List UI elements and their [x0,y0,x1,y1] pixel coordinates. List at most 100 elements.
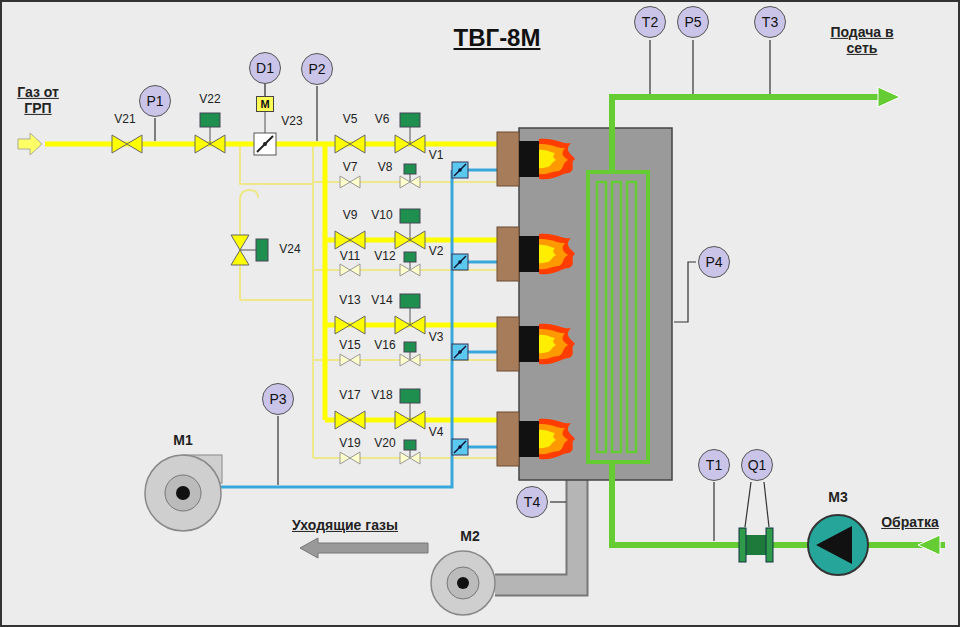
sensor-circle: T3 [754,6,786,38]
sensor-circle: D1 [249,52,281,84]
gas-valve [231,235,249,265]
leader-line [154,118,155,141]
sensor-circle: Q1 [741,449,773,481]
valve-label: V21 [114,113,135,127]
gas-valve [335,411,365,429]
leader-line [713,482,714,541]
leader-line [692,40,693,94]
fan-symbol [447,567,479,599]
air-damper [452,162,468,455]
air-damper [452,254,468,270]
valve-label: V6 [375,113,390,127]
gas-valve [395,231,425,249]
water-pipe [918,535,940,555]
valve-label: V11 [340,250,360,264]
fan-symbol [165,475,201,511]
node-text: P1 [146,93,163,109]
air-damper [452,162,468,178]
node-text: Q1 [748,457,767,473]
leader-line [550,501,566,502]
gas-valve [400,264,420,276]
gas-valve [395,135,425,153]
pump-symbol [808,515,868,575]
machine-label: M2 [460,528,479,544]
flue-duct [495,480,577,585]
regulating-valve [263,142,267,146]
gas-valve [340,264,360,276]
sensor-circle: T2 [634,6,666,38]
fan-symbol [431,551,495,615]
fan-symbol [176,486,190,500]
valve-label: V23 [281,115,302,129]
air-damper [452,439,468,455]
flow-meter [739,528,773,562]
water-pipe [588,87,945,555]
damper-label: V4 [429,426,444,440]
flue-duct [495,480,577,585]
air-damper [452,344,468,360]
flow-label: Газ от ГРП [9,84,67,116]
gas-valve [112,135,142,153]
air-pipe [221,170,497,487]
burner [497,227,575,281]
gas-pipe [18,133,42,155]
leader-line [745,482,751,527]
valve-label: V7 [343,161,358,175]
valve-label: V8 [378,161,393,175]
gas-pipe [240,144,497,458]
valve-label: V17 [339,389,360,403]
regulating-valve [254,133,276,155]
node-text: D1 [256,60,274,76]
fan-symbol [300,538,428,558]
machine-label: M3 [828,489,847,505]
node-text: P2 [308,61,325,77]
gas-valve [400,354,420,366]
regulating-valve [254,112,276,155]
valve-label: V24 [279,243,300,257]
burner [497,412,575,466]
gas-valve [335,231,365,249]
flue-duct [495,480,577,585]
pump-symbol [808,515,868,575]
damper-label: V3 [429,331,444,345]
valve-label: V20 [374,437,395,451]
water-pipe [612,462,945,545]
air-pipe [221,170,497,487]
flow-label: Подача в сеть [830,24,894,56]
flow-label: Обратка [881,514,939,530]
leader-line [316,86,317,141]
gas-valve [240,250,256,251]
node-text: T2 [642,14,658,30]
water-pipe [612,97,880,172]
gas-valve [340,176,360,188]
node-text: P4 [705,254,722,270]
leader-line [277,416,278,485]
sensor-circle: P2 [301,53,333,85]
valve-label: V14 [371,294,392,308]
fan-symbol [145,455,221,531]
sensor-circle: P3 [262,383,294,415]
gas-valve [256,239,268,261]
leader-line [649,40,650,94]
water-pipe [627,182,636,452]
leader-line [155,40,770,541]
sensor-circle: T4 [516,486,548,518]
valve-label: V19 [339,437,360,451]
leader-line [769,40,770,94]
damper-label: V1 [429,149,444,163]
burner [497,317,575,371]
gas-valve [395,316,425,334]
valve-label: V12 [374,250,395,264]
diagram-title: ТВГ-8М [454,24,541,52]
valve-label: V9 [343,209,358,223]
gas-valve [195,135,225,153]
burner [497,132,575,186]
water-pipe [597,182,606,452]
valve-label: V5 [343,113,358,127]
sensor-circle: P5 [677,6,709,38]
node-text: P5 [684,14,701,30]
burner [497,132,575,466]
flow-label: Уходящие газы [292,517,398,533]
node-text: M [260,98,269,110]
